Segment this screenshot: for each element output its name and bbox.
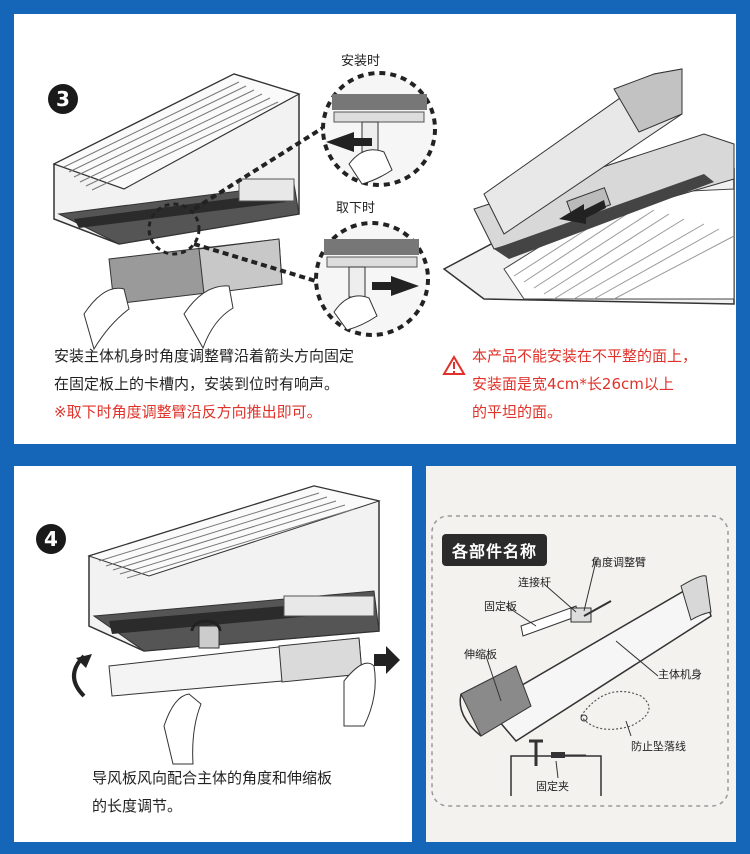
- step-number-badge: 3: [48, 84, 78, 114]
- arrow-right-icon: [374, 646, 400, 674]
- step4-description-line1: 导风板风向配合主体的角度和伸缩板: [92, 764, 332, 792]
- remove-callout: [316, 223, 428, 335]
- label-anti-fall-line: 防止坠落线: [631, 738, 686, 754]
- step3-remove-note: ※取下时角度调整臂沿反方向推出即可。: [54, 398, 322, 426]
- step3-panel: 3 安装时 取下时 安装主体机身时角度调整臂沿着箭头方向固定 在固定板上的卡槽内…: [14, 14, 736, 444]
- step3-description-line2: 在固定板上的卡槽内，安装到位时有响声。: [54, 370, 339, 398]
- step-number-badge: 4: [36, 524, 66, 554]
- label-fixing-plate: 固定板: [484, 598, 517, 614]
- remove-label: 取下时: [336, 197, 375, 216]
- ceiling-cassette-unit: [444, 69, 734, 304]
- step4-description-line2: 的长度调节。: [92, 792, 182, 820]
- label-connecting-rod: 连接杆: [518, 574, 551, 590]
- warning-line3: 的平坦的面。: [472, 398, 562, 426]
- warning-line2: 安装面是宽4cm*长26cm以上: [472, 370, 674, 398]
- label-angle-arm: 角度调整臂: [591, 554, 646, 570]
- parts-title: 各部件名称: [442, 534, 547, 566]
- air-conditioner-unit: [89, 486, 379, 651]
- install-label: 安装时: [341, 50, 380, 69]
- label-main-body: 主体机身: [658, 666, 702, 682]
- warning-line1: 本产品不能安装在不平整的面上，: [472, 342, 697, 370]
- step4-panel: 4 导风板风向配合主体的角度和伸缩板 的长度调节。: [14, 466, 412, 842]
- deflector-panel: [84, 239, 282, 349]
- label-fixing-clip: 固定夹: [536, 778, 569, 794]
- step3-description-line1: 安装主体机身时角度调整臂沿着箭头方向固定: [54, 342, 354, 370]
- install-callout: [323, 73, 435, 185]
- parts-panel: 各部件名称 角度调整臂 连接杆 固定板 伸缩板 主体机身 防止坠落线 固定夹: [426, 466, 736, 842]
- label-telescopic-plate: 伸缩板: [464, 646, 497, 662]
- fixing-plate-shape: [521, 601, 611, 636]
- deflector-panel: [109, 638, 375, 764]
- air-conditioner-unit: [54, 74, 299, 244]
